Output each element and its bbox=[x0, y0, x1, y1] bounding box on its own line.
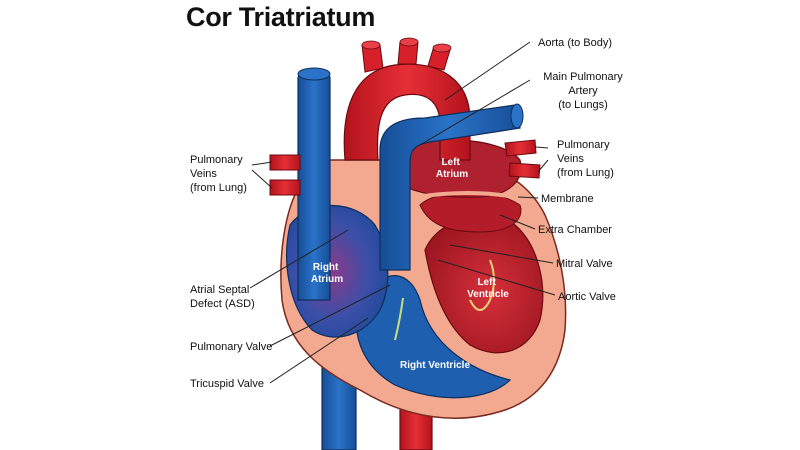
pulmonary-vein-left-upper bbox=[269, 154, 301, 171]
label-tricuspid-valve: Tricuspid Valve bbox=[190, 378, 264, 390]
pulmonary-vein-right-upper bbox=[504, 139, 537, 157]
leader-aorta bbox=[444, 41, 531, 101]
label-mitral-valve: Mitral Valve bbox=[556, 258, 613, 270]
leader-tricuspid bbox=[269, 317, 369, 384]
label-asd: Atrial Septal Defect (ASD) bbox=[190, 284, 255, 310]
leader-membrane bbox=[517, 196, 539, 199]
label-membrane: Membrane bbox=[541, 193, 594, 205]
label-pulmonary-valve: Pulmonary Valve bbox=[190, 341, 273, 353]
flow-arrow-left-ventricle bbox=[469, 259, 495, 311]
leader-lines bbox=[249, 41, 556, 384]
leader-mitral bbox=[449, 244, 554, 264]
leader-pv-right-1 bbox=[535, 146, 549, 149]
label-extra-chamber: Extra Chamber bbox=[538, 224, 612, 236]
leader-pv-right-2 bbox=[537, 159, 549, 173]
right-ventricle-label: Right Ventricle bbox=[400, 360, 470, 371]
leader-pulmonary-valve bbox=[269, 284, 391, 347]
pulmonary-vein-left-lower bbox=[269, 179, 301, 196]
left-ventricle-label: Left Ventricle bbox=[467, 277, 509, 300]
membrane bbox=[409, 191, 521, 200]
right-atrium-label: Right Atrium bbox=[311, 262, 343, 285]
leader-main-pa bbox=[419, 79, 531, 146]
diagram-title: Cor Triatriatum bbox=[186, 2, 376, 32]
leader-asd bbox=[249, 229, 349, 289]
leader-aortic bbox=[437, 259, 556, 296]
leader-pv-left-1 bbox=[251, 161, 273, 166]
label-pulmonary-veins-right: Pulmonary Veins (from Lung) bbox=[557, 139, 614, 179]
pulmonary-vein-right-lower bbox=[508, 162, 541, 179]
leader-pv-left-2 bbox=[251, 169, 273, 189]
label-aorta: Aorta (to Body) bbox=[538, 37, 612, 49]
left-atrium-label: Left Atrium bbox=[436, 157, 468, 180]
right-ventricle bbox=[355, 275, 512, 399]
label-main-pulmonary-artery: Main Pulmonary Artery (to Lungs) bbox=[543, 71, 623, 111]
label-aortic-valve: Aortic Valve bbox=[558, 291, 616, 303]
flow-arrow-right-ventricle bbox=[394, 297, 404, 341]
leader-extra-chamber bbox=[499, 214, 536, 230]
label-pulmonary-veins-left: Pulmonary Veins (from Lung) bbox=[190, 154, 247, 194]
